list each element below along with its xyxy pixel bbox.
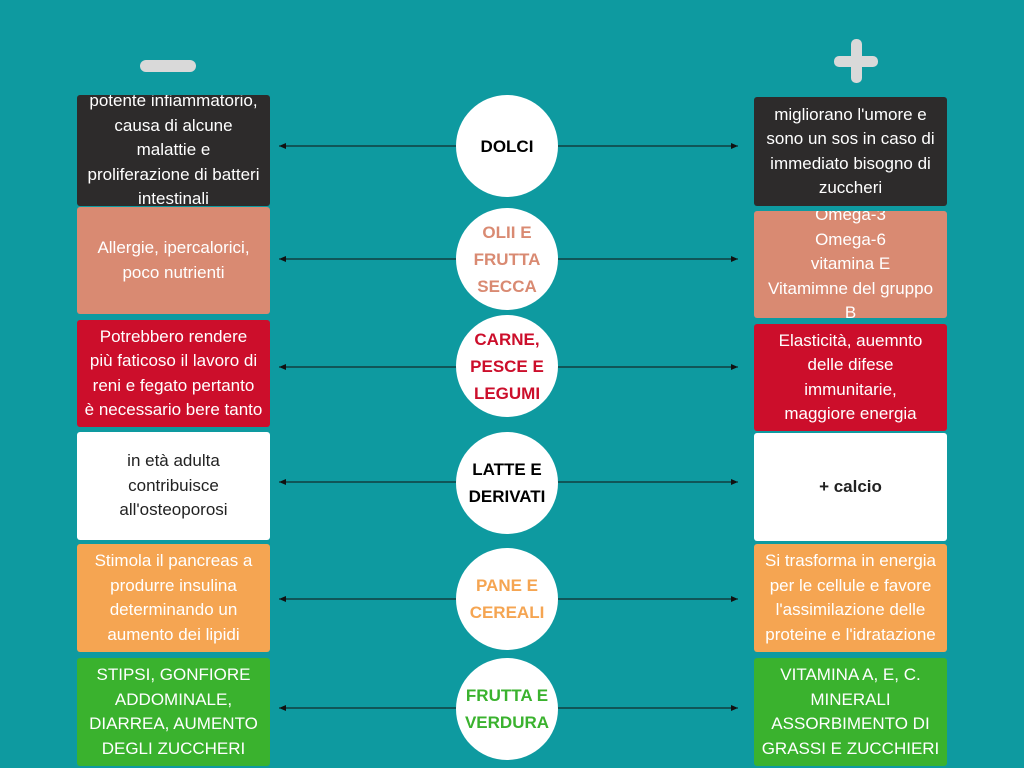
category-circle-carne: CARNE, PESCE E LEGUMI: [456, 315, 558, 417]
minus-box-dolci: potente infiammatorio, causa di alcune m…: [77, 95, 270, 206]
minus-box-olii: Allergie, ipercalorici, poco nutrienti: [77, 207, 270, 314]
plus-box-carne: Elasticità, auemnto delle difese immunit…: [754, 324, 947, 431]
minus-icon: [140, 60, 196, 72]
category-circle-frutta: FRUTTA E VERDURA: [456, 658, 558, 760]
category-label-frutta: FRUTTA E VERDURA: [464, 686, 550, 732]
minus-box-carne: Potrebbero rendere più faticoso il lavor…: [77, 320, 270, 427]
plus-text-carne: Elasticità, auemnto delle difese immunit…: [778, 330, 923, 424]
plus-box-pane: Si trasforma in energia per le cellule e…: [754, 544, 947, 652]
minus-text-dolci: potente infiammatorio, causa di alcune m…: [87, 95, 260, 206]
category-label-pane: PANE E CEREALI: [469, 576, 545, 622]
plus-text-olii: Omega-3 Omega-6 vitamina E Vitamimne del…: [767, 211, 934, 318]
plus-box-dolci: migliorano l'umore e sono un sos in caso…: [754, 97, 947, 206]
category-circle-dolci: DOLCI: [456, 95, 558, 197]
minus-text-carne: Potrebbero rendere più faticoso il lavor…: [84, 326, 263, 420]
minus-box-pane: Stimola il pancreas a produrre insulina …: [77, 544, 270, 652]
minus-box-latte: in età adulta contribuisce all'osteoporo…: [77, 432, 270, 540]
category-label-olii: OLII E FRUTTA SECCA: [473, 222, 541, 296]
plus-text-latte: + calcio: [819, 476, 882, 496]
category-circle-latte: LATTE E DERIVATI: [456, 432, 558, 534]
minus-text-frutta: STIPSI, GONFIORE ADDOMINALE, DIARREA, AU…: [89, 665, 258, 758]
category-circle-pane: PANE E CEREALI: [456, 548, 558, 650]
plus-text-frutta: VITAMINA A, E, C. MINERALI ASSORBIMENTO …: [761, 665, 940, 758]
minus-text-latte: in età adulta contribuisce all'osteoporo…: [119, 451, 228, 520]
plus-box-frutta: VITAMINA A, E, C. MINERALI ASSORBIMENTO …: [754, 658, 947, 766]
plus-box-latte: + calcio: [754, 433, 947, 541]
category-circle-olii: OLII E FRUTTA SECCA: [456, 208, 558, 310]
minus-box-frutta: STIPSI, GONFIORE ADDOMINALE, DIARREA, AU…: [77, 658, 270, 766]
category-label-carne: CARNE, PESCE E LEGUMI: [470, 329, 544, 403]
plus-text-dolci: migliorano l'umore e sono un sos in caso…: [766, 104, 935, 198]
category-label-dolci: DOLCI: [480, 136, 534, 156]
plus-box-olii: Omega-3 Omega-6 vitamina E Vitamimne del…: [754, 211, 947, 318]
category-label-latte: LATTE E DERIVATI: [468, 460, 546, 506]
minus-text-pane: Stimola il pancreas a produrre insulina …: [94, 551, 253, 644]
minus-text-olii: Allergie, ipercalorici, poco nutrienti: [97, 238, 250, 282]
plus-text-pane: Si trasforma in energia per le cellule e…: [764, 551, 937, 644]
